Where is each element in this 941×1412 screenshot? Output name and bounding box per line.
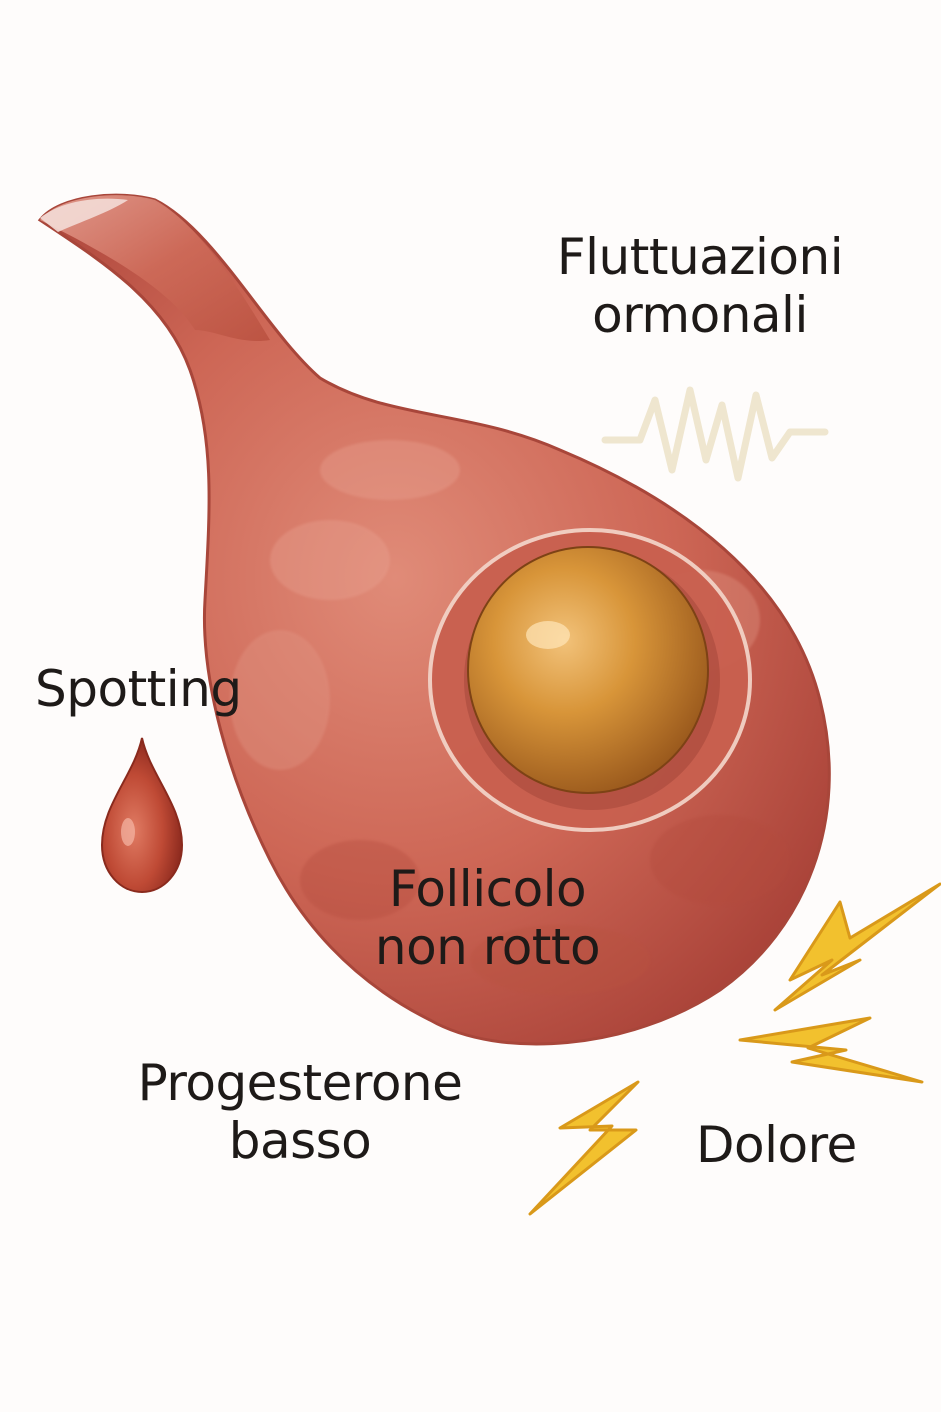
lightning-bolts — [528, 882, 941, 1216]
ligament-tip — [40, 198, 128, 232]
ovary-ligament — [40, 195, 270, 342]
lightning-bolt-icon — [738, 1016, 924, 1084]
follicle-highlight — [526, 621, 570, 649]
blood-drop-icon — [100, 737, 184, 894]
follicle — [467, 546, 709, 794]
label-spotting-text: Spotting — [35, 660, 242, 718]
label-progesterone-line1: Progesterone — [137, 1054, 463, 1112]
label-follicle-line2: non rotto — [374, 918, 601, 976]
label-hormonal-line1: Fluttuazioni — [556, 228, 844, 286]
lightning-bolt-icon — [773, 882, 941, 1012]
ovary-texture — [230, 440, 790, 995]
label-low-progesterone: Progesterone basso — [125, 1054, 475, 1170]
label-pain-text: Dolore — [696, 1116, 857, 1174]
ovary-body — [37, 193, 831, 1046]
label-pain: Dolore — [696, 1116, 896, 1174]
label-unruptured-follicle: Follicolo non rotto — [365, 860, 610, 976]
label-hormonal-line2: ormonali — [592, 286, 808, 344]
drop-highlight — [121, 818, 135, 846]
lightning-bolt-icon — [528, 1080, 640, 1216]
hormone-wave-icon — [601, 386, 829, 482]
label-follicle-line1: Follicolo — [388, 860, 587, 918]
label-progesterone-line2: basso — [228, 1112, 372, 1170]
label-hormonal-fluctuations: Fluttuazioni ormonali — [545, 228, 855, 344]
label-spotting: Spotting — [35, 660, 275, 718]
